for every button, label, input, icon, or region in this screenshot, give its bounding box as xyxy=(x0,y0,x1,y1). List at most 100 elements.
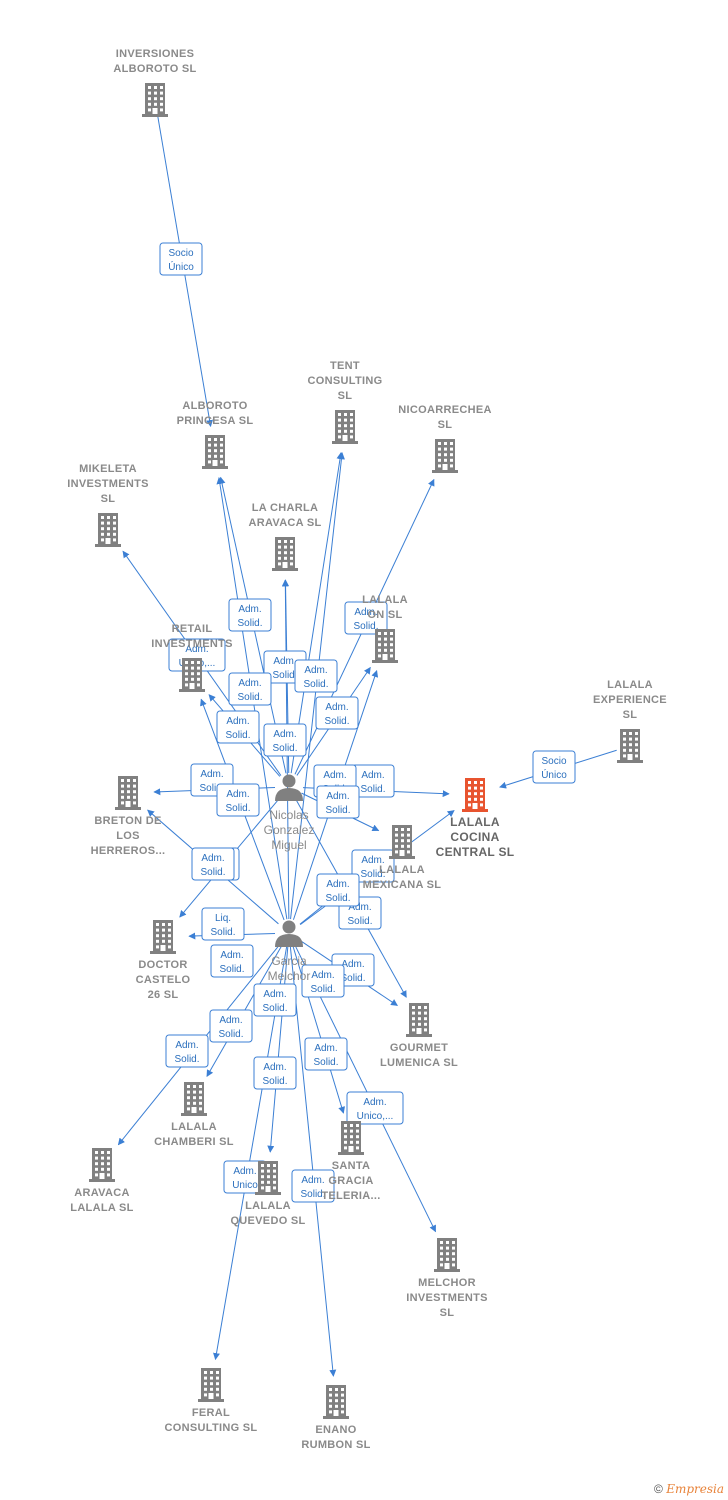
edge-label[interactable]: Adm.Solid. xyxy=(228,672,272,706)
building-icon xyxy=(202,435,228,469)
node-label: MEXICANA SL xyxy=(363,879,442,891)
node-label: GOURMET xyxy=(390,1042,448,1054)
edge-label-text: Adm. xyxy=(201,853,224,864)
edge-label-box xyxy=(210,944,254,978)
edge-label[interactable]: Adm.Solid. xyxy=(216,783,260,817)
edge-label-text: Solid. xyxy=(200,867,225,878)
edge-nicolas-tent[interactable] xyxy=(290,451,344,774)
building-icon xyxy=(255,1161,281,1195)
node-label: ON SL xyxy=(367,609,402,621)
edge-label-text: Solid. xyxy=(360,784,385,795)
edge-label[interactable]: Adm.Solid. xyxy=(351,849,395,883)
node-label: LALALA xyxy=(379,864,425,876)
edge-label[interactable]: Adm.Solid. xyxy=(294,659,338,693)
edge-label[interactable]: Adm.Solid. xyxy=(263,723,307,757)
node-label: LALALA xyxy=(171,1121,217,1133)
node-label: Gonzalez xyxy=(264,823,315,837)
edge-label[interactable]: Adm.Solid. xyxy=(210,944,254,978)
edge-label-text: Adm. xyxy=(363,1097,386,1108)
edge-label-text: Único xyxy=(541,768,567,781)
person-icon xyxy=(275,774,303,801)
edge-garcia-santa[interactable] xyxy=(292,946,345,1114)
edge-label-text: Adm. xyxy=(326,791,349,802)
edge-label-text: Adm. xyxy=(263,1062,286,1073)
edge-label[interactable]: Adm.Solid. xyxy=(304,1037,348,1071)
node-label: ALBOROTO xyxy=(182,400,247,412)
building-icon xyxy=(332,410,358,444)
edge-label[interactable]: Adm.Solid. xyxy=(209,1009,253,1043)
edge-label-text: Solid. xyxy=(210,927,235,938)
edge-label[interactable]: Adm.Solid. xyxy=(253,1056,297,1090)
edge-label[interactable]: Adm.Solid. xyxy=(291,1169,335,1203)
node-label: INVESTMENTS xyxy=(151,638,233,650)
edge-label-text: Solid. xyxy=(237,618,262,629)
node-breton[interactable]: BRETON DELOSHERREROS... xyxy=(91,776,166,857)
edge-label-text: Adm. xyxy=(226,789,249,800)
node-label: GRACIA xyxy=(328,1175,373,1187)
edge-garcia-quevedo[interactable] xyxy=(267,946,289,1153)
node-santa[interactable]: SANTAGRACIATELERIA... xyxy=(321,1121,380,1202)
node-label: LA CHARLA xyxy=(252,502,318,514)
node-label: QUEVEDO SL xyxy=(230,1215,305,1227)
node-mexicana[interactable]: LALALA MEXICANA SL xyxy=(363,825,442,891)
node-label: ALBOROTO SL xyxy=(113,63,196,75)
edge-label-text: Solid. xyxy=(219,964,244,975)
edge-label[interactable]: Adm.Unico,... xyxy=(346,1091,404,1125)
edge-label[interactable]: Adm.Solid. xyxy=(316,785,360,819)
edge-label[interactable]: Adm.Solid. xyxy=(316,873,360,907)
node-label: NICOARRECHEA xyxy=(398,404,491,416)
node-label: CONSULTING SL xyxy=(165,1422,258,1434)
node-label: CENTRAL SL xyxy=(436,845,515,859)
edge-label-box xyxy=(228,672,272,706)
edge-label-text: Solid. xyxy=(313,1057,338,1068)
building-icon xyxy=(389,825,415,859)
node-label: LALALA xyxy=(450,815,500,829)
edge-label-text: Solid. xyxy=(300,1189,325,1200)
edge-label[interactable]: Adm.Solid. xyxy=(301,964,345,998)
edge-garcia-enano[interactable] xyxy=(289,946,337,1377)
edge-label[interactable]: Adm. Solid. xyxy=(191,847,235,881)
building-icon xyxy=(89,1148,115,1182)
edge-label[interactable]: Adm.Solid. xyxy=(228,598,272,632)
edge-label-text: Adm. xyxy=(361,770,384,781)
node-label: CONSULTING xyxy=(308,375,383,387)
edge-label[interactable]: Adm.Solid. xyxy=(344,601,388,635)
edge-label-text: Solid. xyxy=(360,869,385,880)
brand-logo-text[interactable]: Empresia xyxy=(666,1482,724,1496)
edge-label[interactable]: Adm.Solid. xyxy=(165,1034,209,1068)
edge-label-text: Solid. xyxy=(237,692,262,703)
person-icon xyxy=(275,920,303,947)
edge-label[interactable]: Adm.Solid. xyxy=(216,710,260,744)
node-label: Garcia xyxy=(271,954,307,968)
edge-label-box xyxy=(209,1009,253,1043)
node-label: RUMBON SL xyxy=(301,1439,370,1451)
edge-label[interactable]: Liq.Solid. xyxy=(201,907,245,941)
edge-label[interactable]: Adm.Solid. xyxy=(315,696,359,730)
edge-label-text: Adm. xyxy=(185,644,208,655)
edge-label[interactable]: Adm.Solid. xyxy=(253,983,297,1017)
